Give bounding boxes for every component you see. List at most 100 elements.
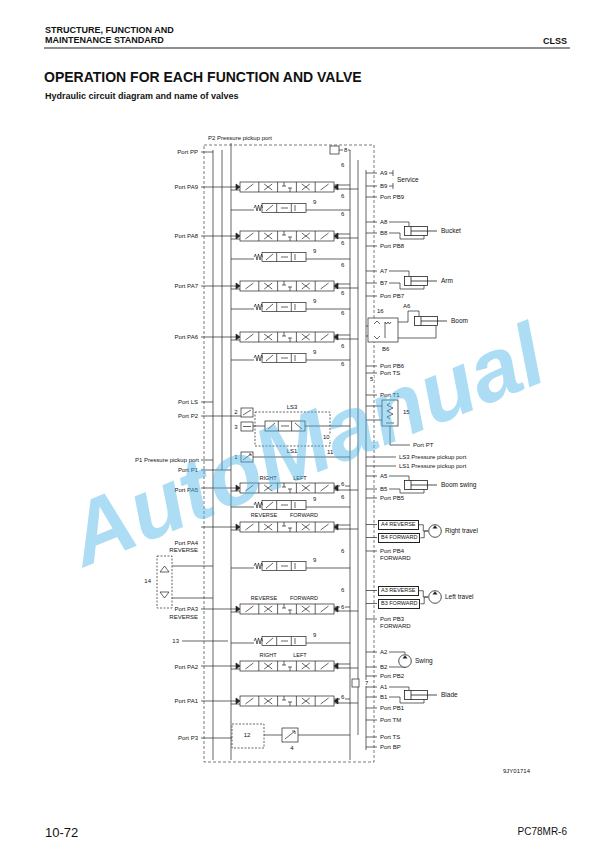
spring xyxy=(254,254,263,260)
callout-number: 10 xyxy=(322,434,331,440)
spool-valve xyxy=(240,604,334,614)
spool-cell xyxy=(258,661,259,671)
tank-rail xyxy=(350,150,366,760)
pilot-triangle xyxy=(334,184,338,190)
pilot-triangle xyxy=(334,663,338,669)
spool-cell xyxy=(296,604,297,614)
port-name: B3 FORWARD xyxy=(381,601,417,607)
spool-cell xyxy=(296,231,297,241)
spool-cell xyxy=(296,661,297,671)
motor-symbol xyxy=(398,654,412,668)
spool-arrow xyxy=(264,233,272,239)
port-label: Port P2 xyxy=(177,413,199,419)
pilot-port-line xyxy=(366,551,377,552)
spool-arrow xyxy=(245,334,253,340)
travel-line xyxy=(366,525,377,604)
spool-cell xyxy=(277,661,278,671)
spool-arrow xyxy=(302,606,310,612)
pilot-triangle xyxy=(236,283,240,289)
spool-arrow xyxy=(321,283,329,289)
cylinder-actuator: Boom swing xyxy=(404,480,476,490)
port-label: A7 xyxy=(379,268,388,274)
port-label: Port PA8 xyxy=(173,233,199,239)
pilot-line xyxy=(201,666,236,667)
spool-cell xyxy=(277,604,278,614)
spool-arrow xyxy=(264,606,272,612)
spool-arrow xyxy=(245,698,253,704)
callout-number: 13 xyxy=(171,638,180,644)
callout-number: 6 xyxy=(340,290,345,296)
work-port-line xyxy=(366,186,377,187)
pilot-triangle xyxy=(334,485,338,491)
callout-number: 8 xyxy=(343,147,348,153)
spool-arrow xyxy=(264,663,272,669)
circuit-label: LS1 xyxy=(286,448,299,454)
spool-cell xyxy=(277,522,278,532)
spool-arrow xyxy=(264,485,272,491)
pilot-triangle xyxy=(334,524,338,530)
spool-cell xyxy=(277,332,278,342)
port-label: FORWARD xyxy=(379,623,412,629)
port-label: A1 xyxy=(379,684,388,690)
spool-arrow xyxy=(302,485,310,491)
pilot-triangle xyxy=(334,283,338,289)
spool-arrow xyxy=(302,698,310,704)
port-box: A3 REVERSE xyxy=(378,586,419,596)
hydraulic-line xyxy=(201,735,350,738)
valve-symbol xyxy=(243,410,251,415)
spool-cell xyxy=(258,332,259,342)
hydraulic-line xyxy=(366,406,410,445)
actuator-line xyxy=(389,222,409,226)
port-label: Port PB5 xyxy=(379,495,405,501)
spool-cell xyxy=(258,231,259,241)
spool-cell xyxy=(315,231,316,241)
pilot-triangle xyxy=(236,524,240,530)
spool-block xyxy=(282,661,292,671)
actuator-name: Swing xyxy=(415,658,433,665)
spool-cell xyxy=(296,182,297,192)
compensator-arrow xyxy=(266,205,295,211)
spool-arrow xyxy=(264,698,272,704)
cylinder-actuator: Arm xyxy=(404,276,453,286)
spring xyxy=(386,403,394,423)
callout-number: 6 xyxy=(340,481,345,487)
spool-arrow xyxy=(245,233,253,239)
spool-cell xyxy=(296,281,297,291)
spool-position: RIGHT xyxy=(258,476,277,482)
pressure-compensator xyxy=(262,354,306,363)
pilot-triangle xyxy=(236,184,240,190)
unloading-valve xyxy=(382,400,398,426)
callout-number: 6 xyxy=(340,694,345,700)
port-label: Port P1 xyxy=(177,467,199,473)
motor-circle xyxy=(429,525,442,538)
spring xyxy=(254,502,263,508)
callout-number: 3 xyxy=(233,424,238,430)
spool-arrow xyxy=(245,283,253,289)
spool-cell xyxy=(315,522,316,532)
pilot-port-line xyxy=(366,296,377,297)
spool-position: REVERSE xyxy=(250,513,278,519)
port-label: B2 xyxy=(379,664,388,670)
spool-cell xyxy=(258,604,259,614)
spool-arrow xyxy=(264,663,272,669)
figure-code: 9JY01714 xyxy=(502,768,531,774)
cylinder-rod xyxy=(421,317,447,326)
port-label: A2 xyxy=(379,649,388,655)
port-label: Port PB1 xyxy=(379,705,405,711)
spool-cell xyxy=(258,522,259,532)
relief-valve xyxy=(282,728,298,742)
spool-arrow xyxy=(264,524,272,530)
callout-number: 6 xyxy=(340,193,345,199)
compensator-arrow xyxy=(266,563,295,569)
work-port-line xyxy=(366,687,377,688)
work-port-line xyxy=(366,667,377,668)
spool-arrow xyxy=(264,233,272,239)
spool-arrow xyxy=(264,184,272,190)
spool-arrow xyxy=(264,334,272,340)
spool-cell xyxy=(315,483,316,493)
port-label: A6 xyxy=(402,303,411,309)
port-label: B9 xyxy=(379,183,388,189)
work-port-line xyxy=(366,173,377,174)
callout-number: 9 xyxy=(312,298,317,304)
shuttle-block xyxy=(157,556,172,608)
